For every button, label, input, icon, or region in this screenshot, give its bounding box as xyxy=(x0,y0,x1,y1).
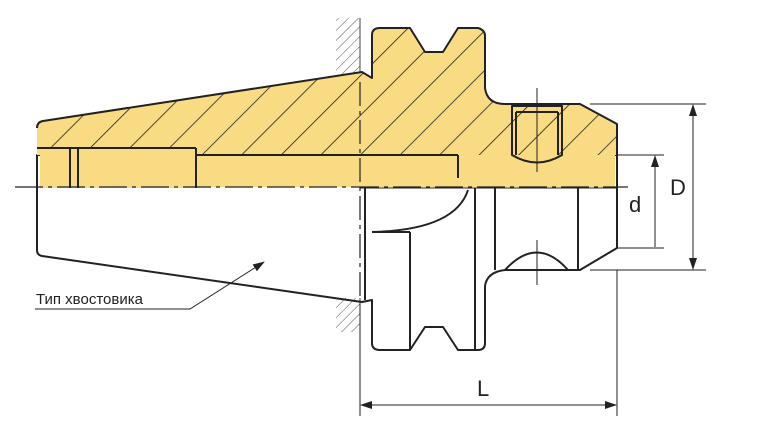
dimension-L-label: L xyxy=(477,376,489,401)
spindle-wall xyxy=(336,18,361,332)
dimension-L: L xyxy=(359,270,618,416)
internal-lines xyxy=(37,147,617,350)
holder-body-lower xyxy=(36,154,618,351)
dimension-d: d xyxy=(617,154,664,249)
shank-type-leader: Тип хвостовика xyxy=(35,261,265,310)
dimension-D-label: D xyxy=(670,175,686,200)
dimension-d-label: d xyxy=(629,192,641,217)
dimension-D: D xyxy=(590,103,706,271)
shank-type-label: Тип хвостовика xyxy=(36,291,144,308)
